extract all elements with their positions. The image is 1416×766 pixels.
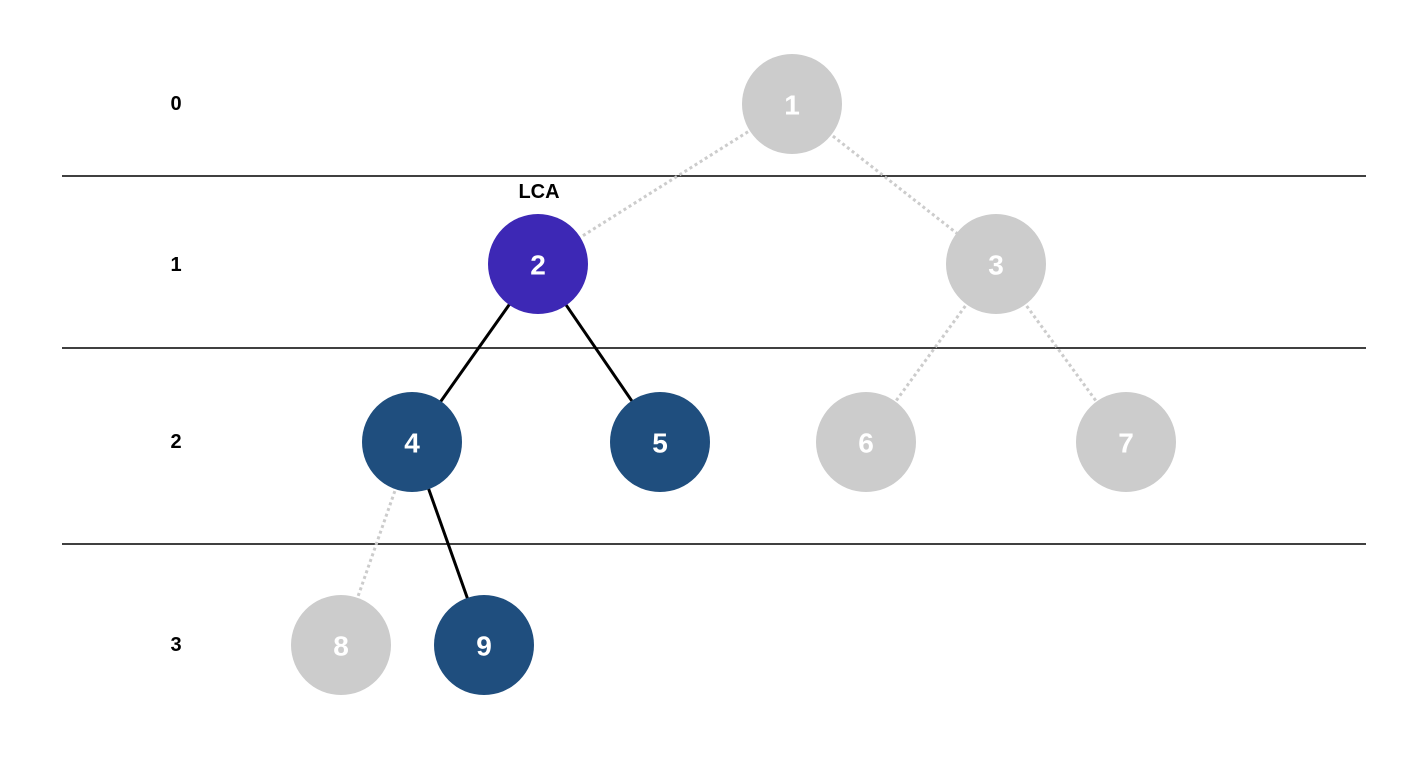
level-separators [62,175,1366,545]
node-3: 3 [946,214,1046,314]
node-circle [610,392,710,492]
edge-2-4 [437,300,513,406]
node-circle [946,214,1046,314]
node-label: 7 [1118,428,1134,459]
tree-nodes: 1 2 3 4 5 6 7 8 9 [291,54,1176,695]
lca-label: LCA [518,181,559,203]
edge-3-7 [1021,300,1101,406]
node-1: 1 [742,54,842,154]
edge-1-3 [827,131,961,237]
node-6: 6 [816,392,916,492]
level-labels: 0 1 2 3 [170,93,181,656]
node-label: 1 [784,90,800,121]
edge-4-9 [425,484,471,603]
edge-2-5 [562,301,636,405]
node-label: 3 [988,250,1004,281]
node-2: 2 [488,214,588,314]
node-circle [434,595,534,695]
node-circle [362,392,462,492]
node-circle [1076,392,1176,492]
tree-annotations: LCA [518,181,559,203]
node-4: 4 [362,392,462,492]
node-circle [488,214,588,314]
node-label: 8 [333,631,349,662]
node-label: 6 [858,428,874,459]
node-label: 4 [404,428,420,459]
level-label-0: 0 [170,93,181,115]
node-label: 9 [476,631,492,662]
node-circle [816,392,916,492]
node-label: 2 [530,250,546,281]
level-label-3: 3 [170,634,181,656]
node-5: 5 [610,392,710,492]
node-label: 5 [652,428,668,459]
node-circle [291,595,391,695]
node-9: 9 [434,595,534,695]
node-8: 8 [291,595,391,695]
edge-3-6 [891,300,971,406]
node-circle [742,54,842,154]
edge-1-2 [576,127,754,241]
node-7: 7 [1076,392,1176,492]
tree-edges [354,127,1101,603]
level-label-2: 2 [170,431,181,453]
edge-4-8 [354,484,399,603]
level-label-1: 1 [170,254,181,276]
